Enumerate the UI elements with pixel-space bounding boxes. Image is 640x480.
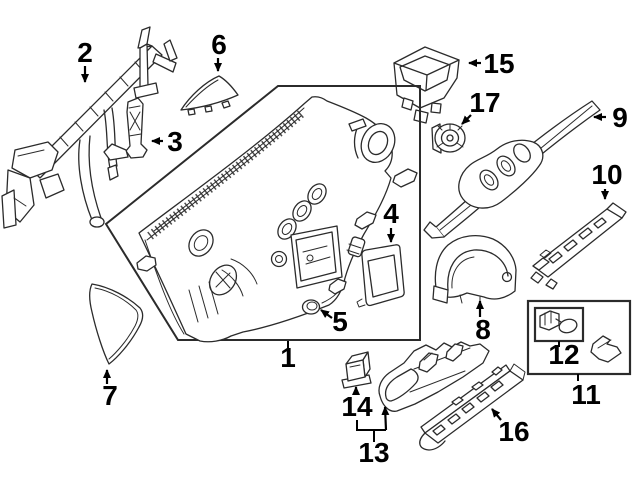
- callout-5-arrow: [320, 309, 333, 319]
- callout-4-group: 4: [383, 198, 399, 243]
- callout-10-group: 10: [591, 159, 623, 200]
- callout-15-label[interactable]: 15: [483, 48, 514, 79]
- callout-17-arrow: [461, 114, 472, 125]
- callout-7-label[interactable]: 7: [102, 380, 118, 411]
- part-6-corner-trim-drawing: [180, 75, 239, 116]
- callout-3-label[interactable]: 3: [167, 126, 183, 157]
- callout-11-group: 11: [571, 374, 601, 410]
- callout-16-label[interactable]: 16: [498, 416, 529, 447]
- callout-6-group: 6: [211, 29, 227, 72]
- callout-14-group: 14: [341, 386, 373, 422]
- callout-3-group: 3: [151, 126, 183, 157]
- part-5-grommet-drawing: [301, 299, 321, 315]
- part-7-side-cover-drawing: [89, 283, 144, 365]
- callout-16-group: 16: [491, 408, 530, 447]
- part-3-bracket-drawing: [103, 97, 148, 161]
- callout-15-group: 15: [468, 48, 515, 79]
- callout-12-label[interactable]: 12: [548, 339, 579, 370]
- callout-11-label[interactable]: 11: [571, 379, 601, 410]
- callout-10-label[interactable]: 10: [591, 159, 622, 190]
- callout-9-label[interactable]: 9: [612, 102, 628, 133]
- clip-fastener: [392, 168, 418, 188]
- callout-4-label[interactable]: 4: [383, 198, 399, 229]
- callout-8-group: 8: [475, 300, 491, 345]
- callout-13-bracket: [356, 420, 386, 431]
- callout-16-arrow: [491, 408, 502, 421]
- callout-2-label[interactable]: 2: [77, 37, 93, 68]
- callout-1-label[interactable]: 1: [280, 342, 296, 373]
- part-1-instrument-panel-group: [104, 85, 421, 343]
- clip-fastener: [354, 211, 377, 230]
- callout-7-group: 7: [102, 369, 118, 411]
- callout-8-label[interactable]: 8: [475, 314, 491, 345]
- callout-9-group: 9: [593, 102, 628, 133]
- callout-5-label[interactable]: 5: [332, 306, 348, 337]
- part-4-trim-frame-drawing: [356, 244, 405, 308]
- callout-14-label[interactable]: 14: [341, 391, 373, 422]
- callout-17-label[interactable]: 17: [469, 87, 500, 118]
- part-17-round-vent-drawing: [431, 123, 466, 154]
- callout-5-group: 5: [320, 306, 348, 337]
- part-9-trim-strip-drawing: [423, 100, 601, 239]
- part-15-display-unit-drawing: [393, 46, 460, 124]
- callout-2-group: 2: [77, 37, 93, 83]
- callout-13-group: 13: [356, 406, 390, 468]
- callout-17-group: 17: [461, 87, 501, 125]
- callout-13-arrow: [381, 406, 390, 431]
- part-2-crossmember-drawing: [1, 26, 178, 229]
- callout-12-group: 12: [548, 339, 579, 370]
- clip-fastener: [328, 278, 347, 295]
- callout-6-label[interactable]: 6: [211, 29, 227, 60]
- part-14-small-bracket-drawing: [341, 351, 372, 389]
- part-16-slotted-trim-drawing: [419, 363, 526, 451]
- callout-1-group: 1: [280, 341, 296, 373]
- part-1-boundary-box: [104, 85, 421, 341]
- part-8-cluster-hood-drawing: [432, 234, 517, 306]
- clip-fastener: [136, 255, 157, 272]
- callout-13-label[interactable]: 13: [358, 437, 389, 468]
- part-10-bracket-rail-drawing: [530, 202, 627, 290]
